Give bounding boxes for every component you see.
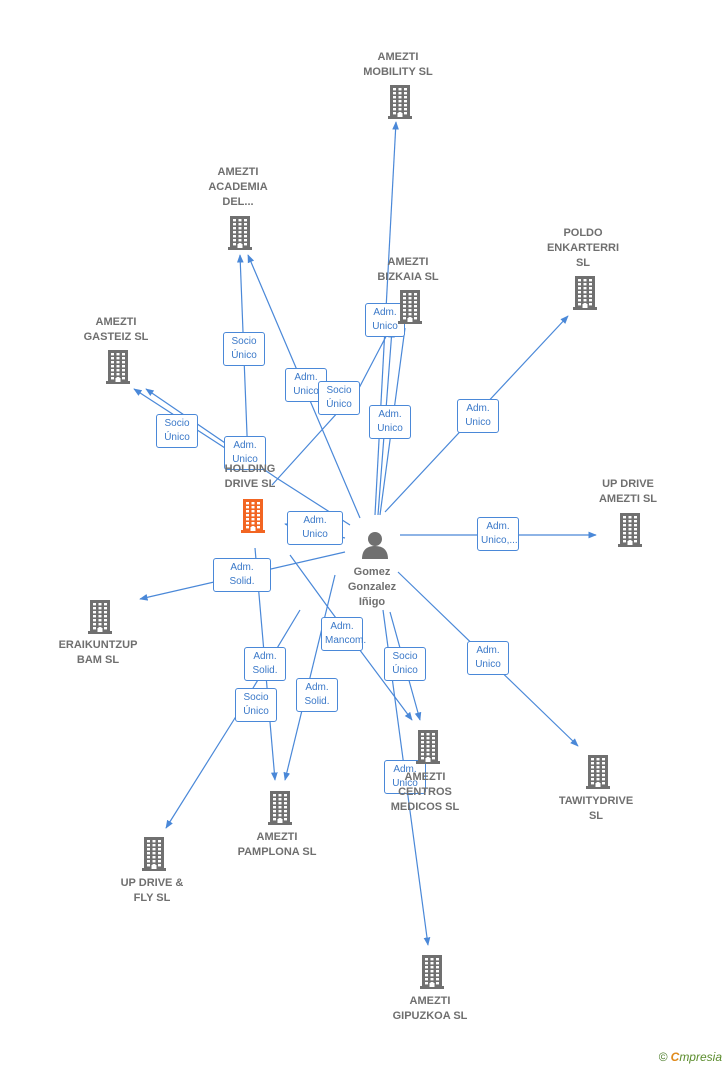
relation-label[interactable]: Socio Único: [156, 414, 198, 448]
focus-company-building-icon[interactable]: [238, 497, 268, 533]
relation-label[interactable]: Adm. Unico: [457, 399, 499, 433]
relation-label[interactable]: Socio Único: [223, 332, 265, 366]
company-building-icon[interactable]: [225, 214, 255, 250]
relation-label[interactable]: Adm. Unico,...: [477, 517, 519, 551]
relation-edge: [289, 554, 413, 721]
company-name-label[interactable]: POLDO ENKARTERRI SL: [546, 227, 620, 269]
relation-label[interactable]: Adm. Unico: [369, 405, 411, 439]
company-building-icon[interactable]: [103, 348, 133, 384]
company-building-icon[interactable]: [139, 835, 169, 871]
company-building-icon[interactable]: [583, 753, 613, 789]
company-name-label[interactable]: AMEZTI BIZKAIA SL: [377, 256, 439, 283]
relation-label[interactable]: Socio Único: [384, 647, 426, 681]
company-name-label[interactable]: UP DRIVE & FLY SL: [120, 877, 184, 904]
company-name-label[interactable]: AMEZTI MOBILITY SL: [363, 51, 433, 78]
company-name-label[interactable]: ERAIKUNTZUP BAM SL: [58, 639, 138, 666]
company-building-icon[interactable]: [413, 728, 443, 764]
relation-label[interactable]: Adm. Mancom.: [321, 617, 366, 651]
relation-label[interactable]: Adm. Solid.: [244, 647, 286, 681]
company-name-label[interactable]: AMEZTI CENTROS MEDICOS SL: [390, 771, 460, 813]
relation-label[interactable]: Adm. Unico: [287, 511, 343, 545]
relation-label[interactable]: Adm. Unico: [384, 760, 426, 794]
company-name-label[interactable]: TAWITYDRIVE SL: [558, 795, 634, 822]
company-name-label[interactable]: AMEZTI PAMPLONA SL: [237, 831, 317, 858]
person-name-label[interactable]: Gomez Gonzalez Iñigo: [347, 566, 397, 608]
relation-label[interactable]: Socio Único: [235, 688, 277, 722]
company-name-label[interactable]: AMEZTI GASTEIZ SL: [83, 316, 149, 343]
relation-label[interactable]: Socio Único: [318, 381, 360, 415]
relation-edge: [283, 574, 336, 781]
company-name-label[interactable]: AMEZTI GIPUZKOA SL: [392, 995, 468, 1022]
brand-name: mpresia: [679, 1050, 722, 1064]
relation-label[interactable]: Adm. Unico: [365, 303, 405, 337]
brand-initial: C: [670, 1050, 680, 1064]
company-building-icon[interactable]: [85, 598, 115, 634]
company-name-label[interactable]: AMEZTI ACADEMIA DEL...: [208, 166, 268, 208]
company-building-icon[interactable]: [395, 288, 425, 324]
company-building-icon[interactable]: [385, 83, 415, 119]
company-name-label[interactable]: HOLDING DRIVE SL: [224, 463, 276, 490]
relation-label[interactable]: Adm. Unico: [224, 436, 266, 470]
company-building-icon[interactable]: [570, 274, 600, 310]
relation-label[interactable]: Adm. Unico: [467, 641, 509, 675]
copyright-icon: ©: [658, 1050, 668, 1064]
relation-label[interactable]: Adm. Solid.: [296, 678, 338, 712]
company-building-icon[interactable]: [265, 789, 295, 825]
relation-label[interactable]: Adm. Solid.: [213, 558, 271, 592]
company-building-icon[interactable]: [417, 953, 447, 989]
empresia-brand: ©Cmpresia: [659, 1050, 722, 1064]
person-icon[interactable]: [360, 530, 390, 566]
company-name-label[interactable]: UP DRIVE AMEZTI SL: [598, 478, 658, 505]
company-building-icon[interactable]: [615, 511, 645, 547]
